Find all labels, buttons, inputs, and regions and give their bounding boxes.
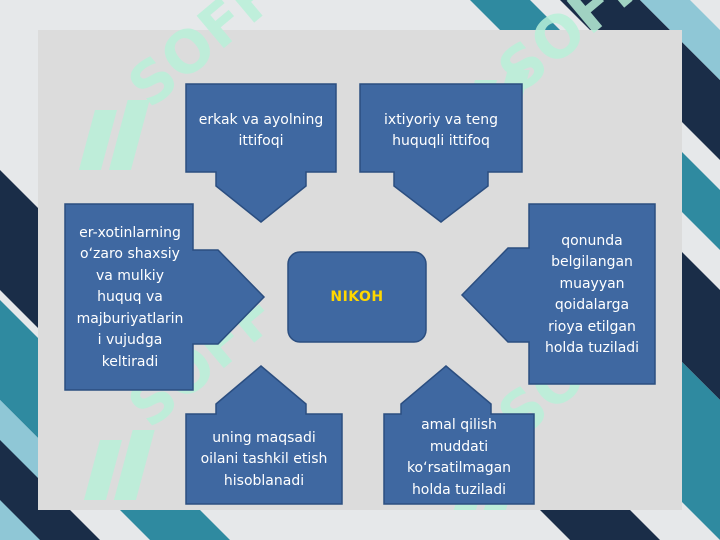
stripe	[540, 510, 660, 540]
box-label-top-left: erkak va ayolning ittifoqi	[198, 111, 324, 150]
callout-box-right	[460, 203, 656, 385]
callout-box-top-left	[185, 83, 337, 223]
watermark-logo-mark	[83, 430, 155, 500]
box-label-left: er-xotinlarning o‘zaro shaxsiy va mulkiy…	[76, 224, 184, 370]
stripe	[0, 300, 40, 440]
center-node	[287, 251, 427, 343]
center-label: NIKOH	[330, 289, 384, 305]
callout-box-bottom-left	[185, 365, 343, 505]
callout-box-top-right	[359, 83, 523, 223]
box-label-right: qonunda belgilangan muayyan qoidalarga r…	[544, 232, 640, 357]
box-label-bottom-left: uning maqsadi oilani tashkil etish hisob…	[200, 429, 328, 489]
callout-box-left	[64, 203, 266, 391]
box-label-bottom-right: amal qilish muddati ko‘rsatilmagan holda…	[406, 417, 512, 498]
callout-box-bottom-right	[383, 365, 535, 505]
watermark-logo-mark	[78, 100, 150, 170]
stripe	[680, 360, 720, 540]
stripe	[680, 250, 720, 400]
stripe	[0, 170, 40, 330]
stripe	[120, 510, 230, 540]
box-label-top-right: ixtiyoriy va teng huquqli ittifoq	[384, 111, 498, 150]
